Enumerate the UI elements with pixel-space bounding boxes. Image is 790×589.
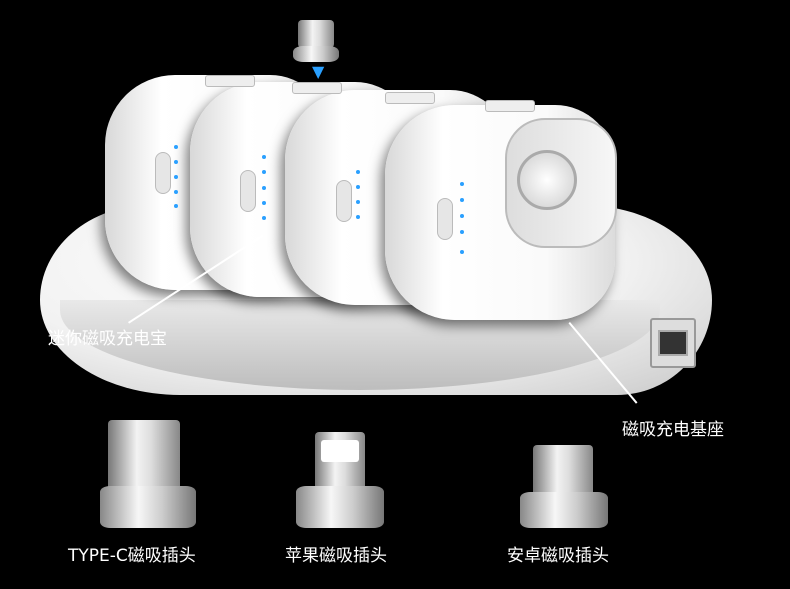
down-arrow-icon: ▼ [312,62,325,81]
typec-collar [100,486,196,528]
power-button [240,170,256,212]
pin-connector [385,92,435,104]
top-plug-collar [293,46,339,62]
power-button [155,152,171,194]
pin-connector [205,75,255,87]
pin-connector [292,82,342,94]
pin-connector [485,100,535,112]
lightning-plug-icon [315,432,365,490]
micro-usb-collar [520,492,608,528]
magnetic-cap [505,118,617,248]
apple-plug-label: 苹果磁吸插头 [285,546,387,566]
usb-port [650,318,696,368]
power-button [336,180,352,222]
base-label: 磁吸充电基座 [622,420,724,440]
power-bank-label: 迷你磁吸充电宝 [48,329,167,349]
typec-plug-label: TYPE-C磁吸插头 [68,546,196,566]
power-button [437,198,453,240]
top-typec-plug [298,20,334,48]
android-plug-label: 安卓磁吸插头 [507,546,609,566]
lightning-collar [296,486,384,528]
